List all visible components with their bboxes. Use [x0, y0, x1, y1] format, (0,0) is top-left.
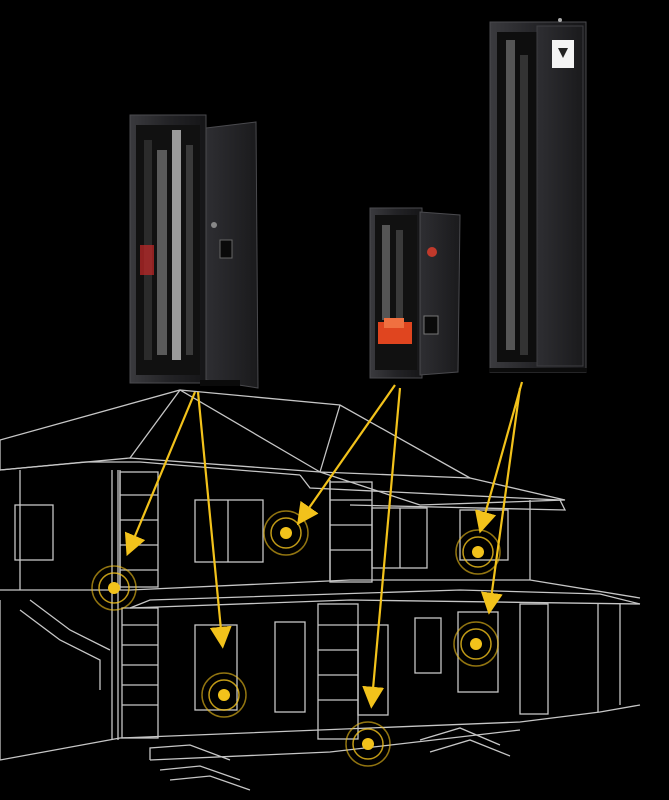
- marker-lower-right: [453, 621, 499, 667]
- location-markers: [91, 510, 501, 767]
- marker-front-ground: [345, 721, 391, 767]
- marker-lower-left: [201, 672, 247, 718]
- small-safe-open: [369, 207, 461, 379]
- house-wireframe: [0, 389, 641, 791]
- placement-arrows: [124, 381, 524, 709]
- tall-safe-open: [129, 114, 259, 389]
- marker-upper-right: [455, 529, 501, 575]
- marker-left-wall: [91, 565, 137, 611]
- marker-upper-center: [263, 510, 309, 556]
- slim-safe-closed: [489, 18, 587, 373]
